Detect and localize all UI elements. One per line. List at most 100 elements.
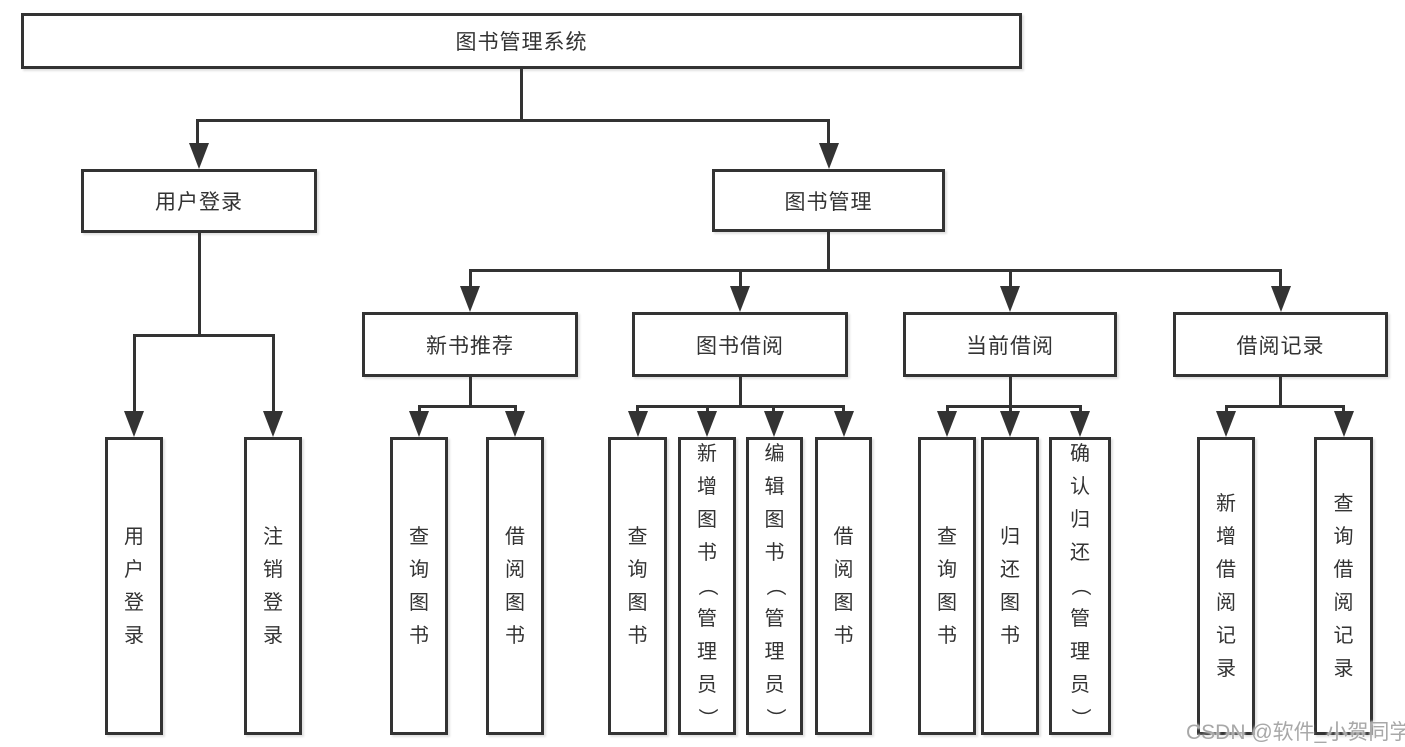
leaf-label-char: 图 bbox=[764, 509, 785, 531]
connector-line bbox=[1078, 405, 1082, 415]
leaf-label-char: 图 bbox=[1000, 591, 1020, 614]
leaf-label-char: 注 bbox=[263, 525, 283, 548]
connector-line bbox=[1008, 405, 1012, 415]
leaf-label-char: 借 bbox=[505, 525, 525, 548]
connector-line bbox=[271, 334, 275, 415]
arrow-down-icon bbox=[189, 143, 209, 169]
leaf-label-char: 还 bbox=[1000, 558, 1020, 581]
arrow-down-icon bbox=[1070, 411, 1090, 437]
leaf-label-char: 登 bbox=[124, 591, 144, 614]
node-current-borrowing: 当前借阅 bbox=[903, 312, 1117, 377]
arrow-down-icon bbox=[833, 411, 854, 437]
leaf-label-char: 理 bbox=[764, 641, 785, 663]
leaf-label-char: 阅 bbox=[1216, 591, 1236, 614]
leaf-label-char: 用 bbox=[124, 525, 144, 548]
leaf-label-char: 员 bbox=[764, 674, 785, 696]
connector-line bbox=[132, 334, 275, 337]
connector-line bbox=[945, 405, 949, 415]
leaf-recommend-query-books: 查询图书 bbox=[390, 437, 448, 735]
connector-line bbox=[827, 119, 830, 147]
leaf-label-char: 图 bbox=[409, 591, 429, 614]
leaf-label-char: 书 bbox=[1000, 624, 1020, 647]
connector-line bbox=[197, 233, 201, 337]
leaf-label-char: 书 bbox=[697, 542, 717, 564]
arrow-down-icon bbox=[1000, 411, 1020, 437]
connector-line bbox=[705, 405, 709, 415]
arrow-down-icon bbox=[937, 411, 957, 437]
leaf-label-char: 理 bbox=[697, 641, 717, 663]
leaf-label-char: 登 bbox=[263, 591, 283, 614]
leaf-logout: 注销登录 bbox=[244, 437, 302, 735]
arrow-down-icon bbox=[460, 286, 480, 312]
connector-line bbox=[1279, 269, 1282, 290]
leaf-label-char: 阅 bbox=[1333, 591, 1354, 614]
leaf-label-char: 图 bbox=[697, 509, 717, 531]
arrow-down-icon bbox=[763, 411, 784, 437]
leaf-label-char: 录 bbox=[263, 624, 283, 647]
leaf-label-char: 查 bbox=[937, 525, 957, 548]
connector-line bbox=[1224, 405, 1345, 408]
leaf-label-char: （ bbox=[1069, 576, 1091, 596]
leaf-edit-books-admin: 编辑图书（管理员） bbox=[746, 437, 803, 735]
leaf-confirm-return-admin: 确认归还（管理员） bbox=[1049, 437, 1111, 735]
arrow-down-icon bbox=[409, 411, 429, 437]
leaf-label-char: 询 bbox=[627, 558, 648, 581]
leaf-label-char: 管 bbox=[697, 608, 717, 630]
connector-line bbox=[520, 69, 523, 122]
connector-line bbox=[827, 232, 830, 272]
leaf-label-char: 书 bbox=[764, 542, 785, 564]
node-library-management-system: 图书管理系统 bbox=[21, 13, 1022, 69]
leaf-label-char: 图 bbox=[833, 591, 854, 614]
leaf-borrow-query-books: 查询图书 bbox=[608, 437, 667, 735]
leaf-label-char: 确 bbox=[1070, 443, 1090, 465]
leaf-label-char: 书 bbox=[627, 624, 648, 647]
leaf-recommend-borrow-books: 借阅图书 bbox=[486, 437, 544, 735]
leaf-label-char: 记 bbox=[1333, 624, 1354, 647]
leaf-label-char: 查 bbox=[627, 525, 648, 548]
leaf-label-char: 新 bbox=[697, 443, 717, 465]
arrow-down-icon bbox=[730, 286, 750, 312]
leaf-label-char: 借 bbox=[833, 525, 854, 548]
connector-line bbox=[772, 405, 775, 415]
node-book-management: 图书管理 bbox=[712, 169, 945, 232]
leaf-label-char: 图 bbox=[627, 591, 648, 614]
connector-line bbox=[513, 405, 517, 415]
leaf-label-char: 管 bbox=[1070, 608, 1090, 630]
connector-line bbox=[1342, 405, 1345, 415]
leaf-label-char: 书 bbox=[409, 624, 429, 647]
leaf-label-char: 编 bbox=[764, 443, 785, 465]
leaf-label-char: 询 bbox=[937, 558, 957, 581]
leaf-label-char: 阅 bbox=[833, 558, 854, 581]
connector-line bbox=[132, 334, 136, 415]
leaf-label-char: 增 bbox=[697, 476, 717, 498]
leaf-user-login: 用户登录 bbox=[105, 437, 163, 735]
connector-line bbox=[1279, 377, 1282, 408]
connector-line bbox=[1008, 377, 1012, 408]
leaf-label-char: 查 bbox=[1333, 492, 1354, 515]
leaf-label-char: 录 bbox=[1333, 657, 1354, 680]
leaf-return-books: 归还图书 bbox=[981, 437, 1039, 735]
leaf-label-char: 图 bbox=[937, 591, 957, 614]
leaf-label-char: 辑 bbox=[764, 476, 785, 498]
arrow-down-icon bbox=[505, 411, 525, 437]
arrow-down-icon bbox=[627, 411, 648, 437]
connector-line bbox=[842, 405, 845, 415]
leaf-label-char: 归 bbox=[1000, 525, 1020, 548]
leaf-label-char: 员 bbox=[697, 674, 717, 696]
connector-line bbox=[1008, 269, 1012, 290]
leaf-label-char: 书 bbox=[505, 624, 525, 647]
leaf-label-char: 新 bbox=[1216, 492, 1236, 515]
leaf-current-query-books: 查询图书 bbox=[918, 437, 976, 735]
leaf-add-books-admin: 新增图书（管理员） bbox=[678, 437, 736, 735]
connector-line bbox=[738, 377, 742, 408]
leaf-label-char: 管 bbox=[764, 608, 785, 630]
leaf-label-char: 询 bbox=[409, 558, 429, 581]
leaf-label-char: ） bbox=[1069, 708, 1091, 728]
arrow-down-icon bbox=[1333, 411, 1354, 437]
connector-line bbox=[196, 119, 199, 147]
leaf-label-char: 录 bbox=[1216, 657, 1236, 680]
connector-line bbox=[636, 405, 845, 408]
leaf-label-char: 户 bbox=[124, 558, 144, 581]
connector-line bbox=[417, 405, 421, 415]
